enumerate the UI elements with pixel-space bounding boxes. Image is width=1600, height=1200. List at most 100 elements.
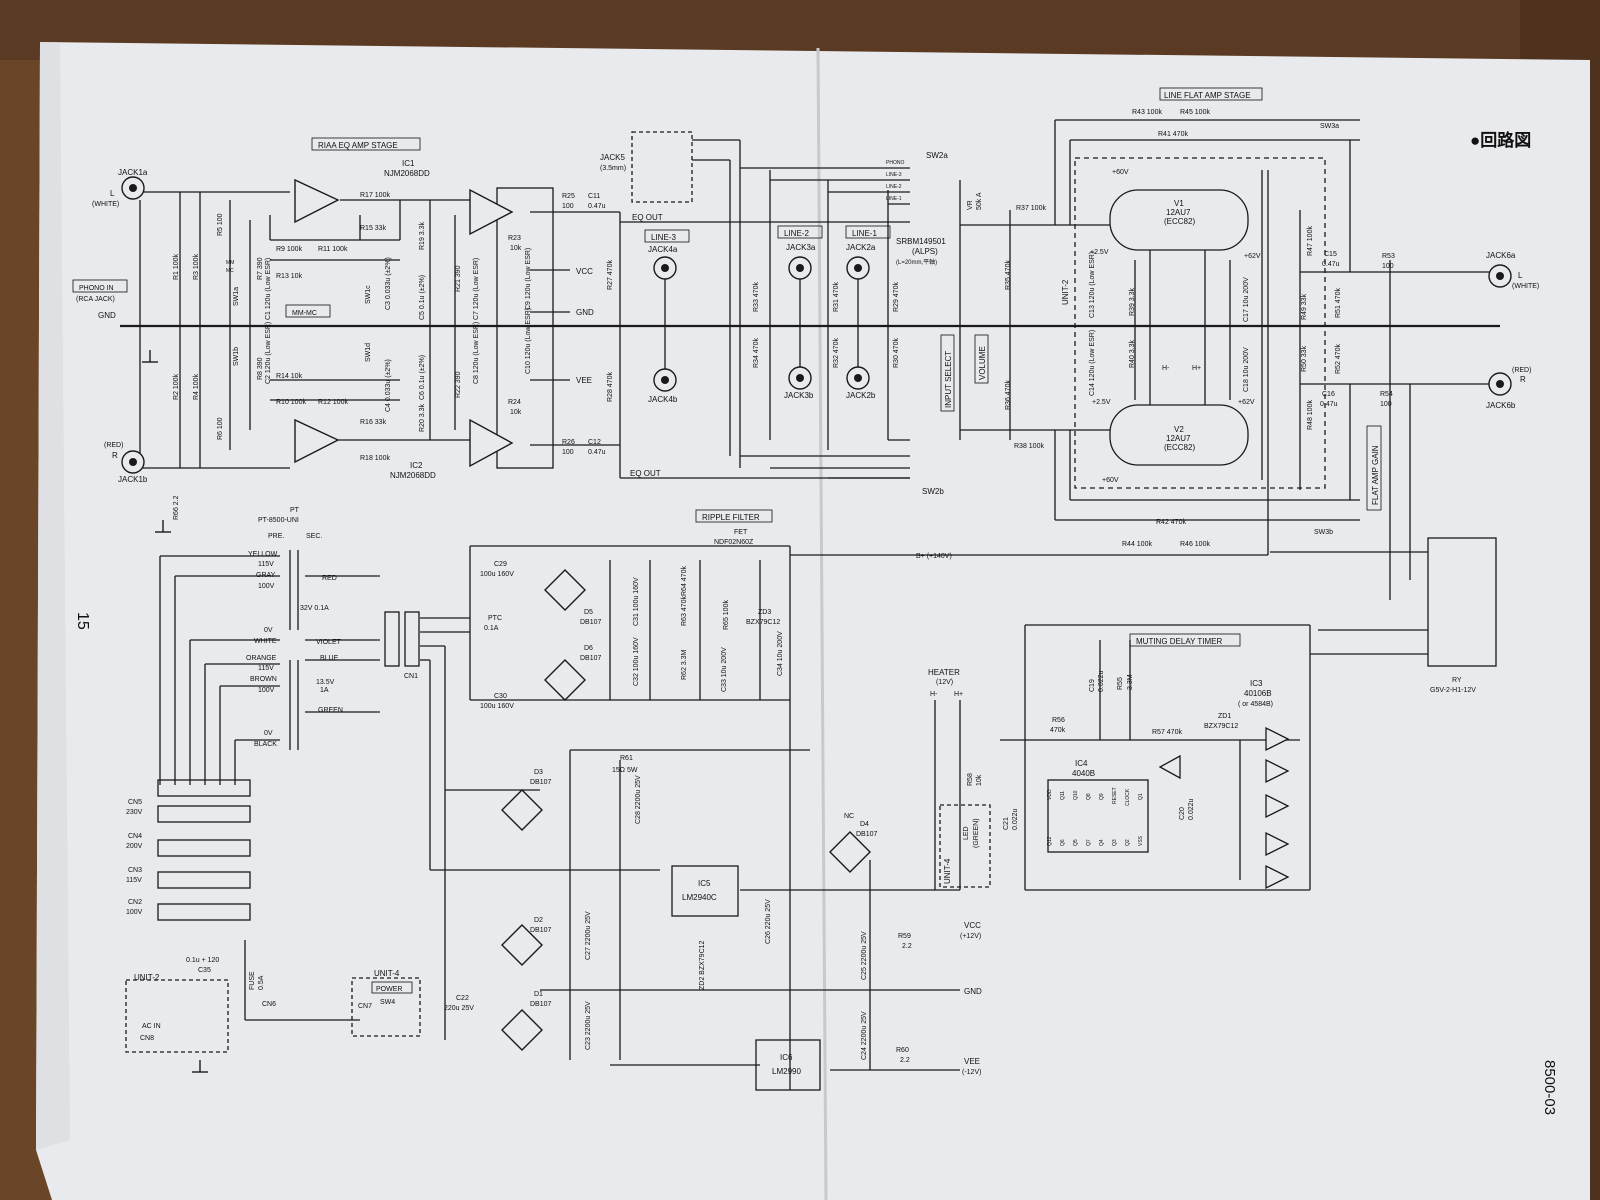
jack6a-color: (WHITE) xyxy=(1512,283,1539,290)
res-r37: R37 100k xyxy=(1016,205,1046,212)
cap-c11-val: 0.47u xyxy=(588,203,606,210)
ic4-pin: Q7 xyxy=(1086,839,1092,846)
sw3b-label: SW3b xyxy=(1314,529,1333,536)
pt-part: PT-8500-UNI xyxy=(258,517,299,524)
pt-pre: PRE. xyxy=(268,533,284,540)
cap-c18: C18 10u 200V xyxy=(1243,347,1250,392)
page-heading: ●回路図 xyxy=(1470,130,1531,150)
cap-c32: C32 100u 160V xyxy=(633,637,640,686)
sw1b-label: SW1b xyxy=(233,347,240,366)
ic1-label: IC1 xyxy=(402,159,415,168)
res-r43: R43 100k xyxy=(1132,109,1162,116)
doc-code: 8500-03 xyxy=(1541,1060,1558,1115)
res-r58-val: 10k xyxy=(976,774,983,786)
wire-gray: GRAY xyxy=(256,572,276,579)
res-r6: R6 100 xyxy=(217,417,224,440)
stage-riaa: RIAA EQ AMP STAGE xyxy=(318,141,398,150)
res-r41: R41 470k xyxy=(1158,131,1188,138)
d5-label: D5 xyxy=(584,609,593,616)
ic3-part: 40106B xyxy=(1244,689,1272,698)
res-r25-val: 100 xyxy=(562,203,574,210)
ic4-pin: VDD xyxy=(1047,789,1053,800)
pt-sec: SEC. xyxy=(306,533,322,540)
res-r38: R38 100k xyxy=(1014,443,1044,450)
sw1c-label: SW1c xyxy=(365,285,372,304)
d4-part: DB107 xyxy=(856,831,878,838)
ic4-pin: Q2 xyxy=(1125,839,1131,846)
relay-label: RY xyxy=(1452,677,1462,684)
wire-white: WHITE xyxy=(254,638,277,645)
cn2-label: CN2 xyxy=(128,899,142,906)
fet-label: FET xyxy=(734,529,748,536)
res-r23: R23 xyxy=(508,235,521,242)
sw3a-label: SW3a xyxy=(1320,123,1339,130)
stage-flat-gain: FLAT AMP GAIN xyxy=(1371,445,1380,505)
res-r16: R16 33k xyxy=(360,419,387,426)
cap-c19: C19 xyxy=(1089,679,1096,692)
cap-c16-val: 0.47u xyxy=(1320,401,1338,408)
d6-part: DB107 xyxy=(580,655,602,662)
cn1-label: CN1 xyxy=(404,673,418,680)
cn3-label: CN3 xyxy=(128,867,142,874)
res-r52: R52 470k xyxy=(1335,344,1342,374)
d2-part: DB107 xyxy=(530,927,552,934)
tap-100a: 100V xyxy=(258,583,275,590)
res-r3: R3 100k xyxy=(193,253,200,280)
tube-v2-part: 12AU7 xyxy=(1166,434,1191,443)
pt-label: PT xyxy=(290,507,300,514)
cn3-v: 115V xyxy=(126,877,142,884)
jack4b-label: JACK4b xyxy=(648,395,678,404)
res-r9: R9 100k xyxy=(276,246,303,253)
rail-vcc12: VCC xyxy=(964,921,981,930)
tube-v2-alt: (ECC82) xyxy=(1164,443,1195,452)
d3-label: D3 xyxy=(534,769,543,776)
ic6-part: LM2990 xyxy=(772,1067,801,1076)
unit2-power-label: UNIT-2 xyxy=(134,973,160,982)
eq-out-top: EQ OUT xyxy=(632,213,663,222)
cn7-label: CN7 xyxy=(358,1003,372,1010)
rail-gnd-lower: GND xyxy=(964,987,982,996)
cap-c10: C10 120u (Low ESR) xyxy=(525,308,532,374)
cap-c19-val: 0.022u xyxy=(1098,670,1105,692)
cap-c25: C25 2200u 25V xyxy=(861,931,868,980)
wire-red: RED xyxy=(322,575,337,582)
res-r60: R60 xyxy=(896,1047,909,1054)
res-r42: R42 470k xyxy=(1156,519,1186,526)
tube-v1-alt: (ECC82) xyxy=(1164,217,1195,226)
cap-c22-val: 220u 25V xyxy=(444,1005,474,1012)
ic4-pin: Q9 xyxy=(1099,793,1105,800)
res-r49: R49 33k xyxy=(1301,293,1308,320)
rail-plus60-bottom: +60V xyxy=(1102,477,1119,484)
res-r5: R5 100 xyxy=(217,213,224,236)
res-r58: R58 xyxy=(967,773,974,786)
relay-part: G5V-2-H1-12V xyxy=(1430,687,1476,694)
srbm-part: SRBM149501 xyxy=(896,237,946,246)
res-r14: R14 10k xyxy=(276,373,303,380)
sec-32v: 32V 0.1A xyxy=(300,605,329,612)
ic2-label: IC2 xyxy=(410,461,423,470)
selector-pos-line2: LINE-2 xyxy=(886,184,902,190)
res-r25: R25 xyxy=(562,193,575,200)
mm-mc-label: MM-MC xyxy=(292,310,317,317)
gnd-label: GND xyxy=(98,311,116,320)
h-plus: H+ xyxy=(954,691,963,698)
ic3-alt: ( or 4584B) xyxy=(1238,701,1273,708)
ic4-pin: Q4 xyxy=(1099,839,1105,846)
sec-1a: 1A xyxy=(320,687,329,694)
res-r53: R53 xyxy=(1382,253,1395,260)
ic4-pins: VDD Q11 Q10 Q8 Q9 RESET CLOCK Q1 Q12 Q6 … xyxy=(1047,787,1144,846)
tap-0b: 0V xyxy=(264,730,273,737)
res-r63: R63 470k xyxy=(681,596,688,626)
cap-c17: C17 10u 200V xyxy=(1243,277,1250,322)
cap-c20: C20 xyxy=(1179,807,1186,820)
rail-gnd: GND xyxy=(576,308,594,317)
res-r34: R34 470k xyxy=(753,338,760,368)
selector-pos-line3: LINE-3 xyxy=(886,172,902,178)
d4-nc: NC xyxy=(844,813,854,820)
cap-c23: C23 2200u 25V xyxy=(585,1001,592,1050)
rail-vee12: VEE xyxy=(964,1057,980,1066)
ic4-pin: CLOCK xyxy=(1125,788,1131,806)
cap-c1: C1 120u (Low ESR) xyxy=(265,258,272,320)
ic4-label: IC4 xyxy=(1075,759,1088,768)
res-r61: R61 xyxy=(620,755,633,762)
